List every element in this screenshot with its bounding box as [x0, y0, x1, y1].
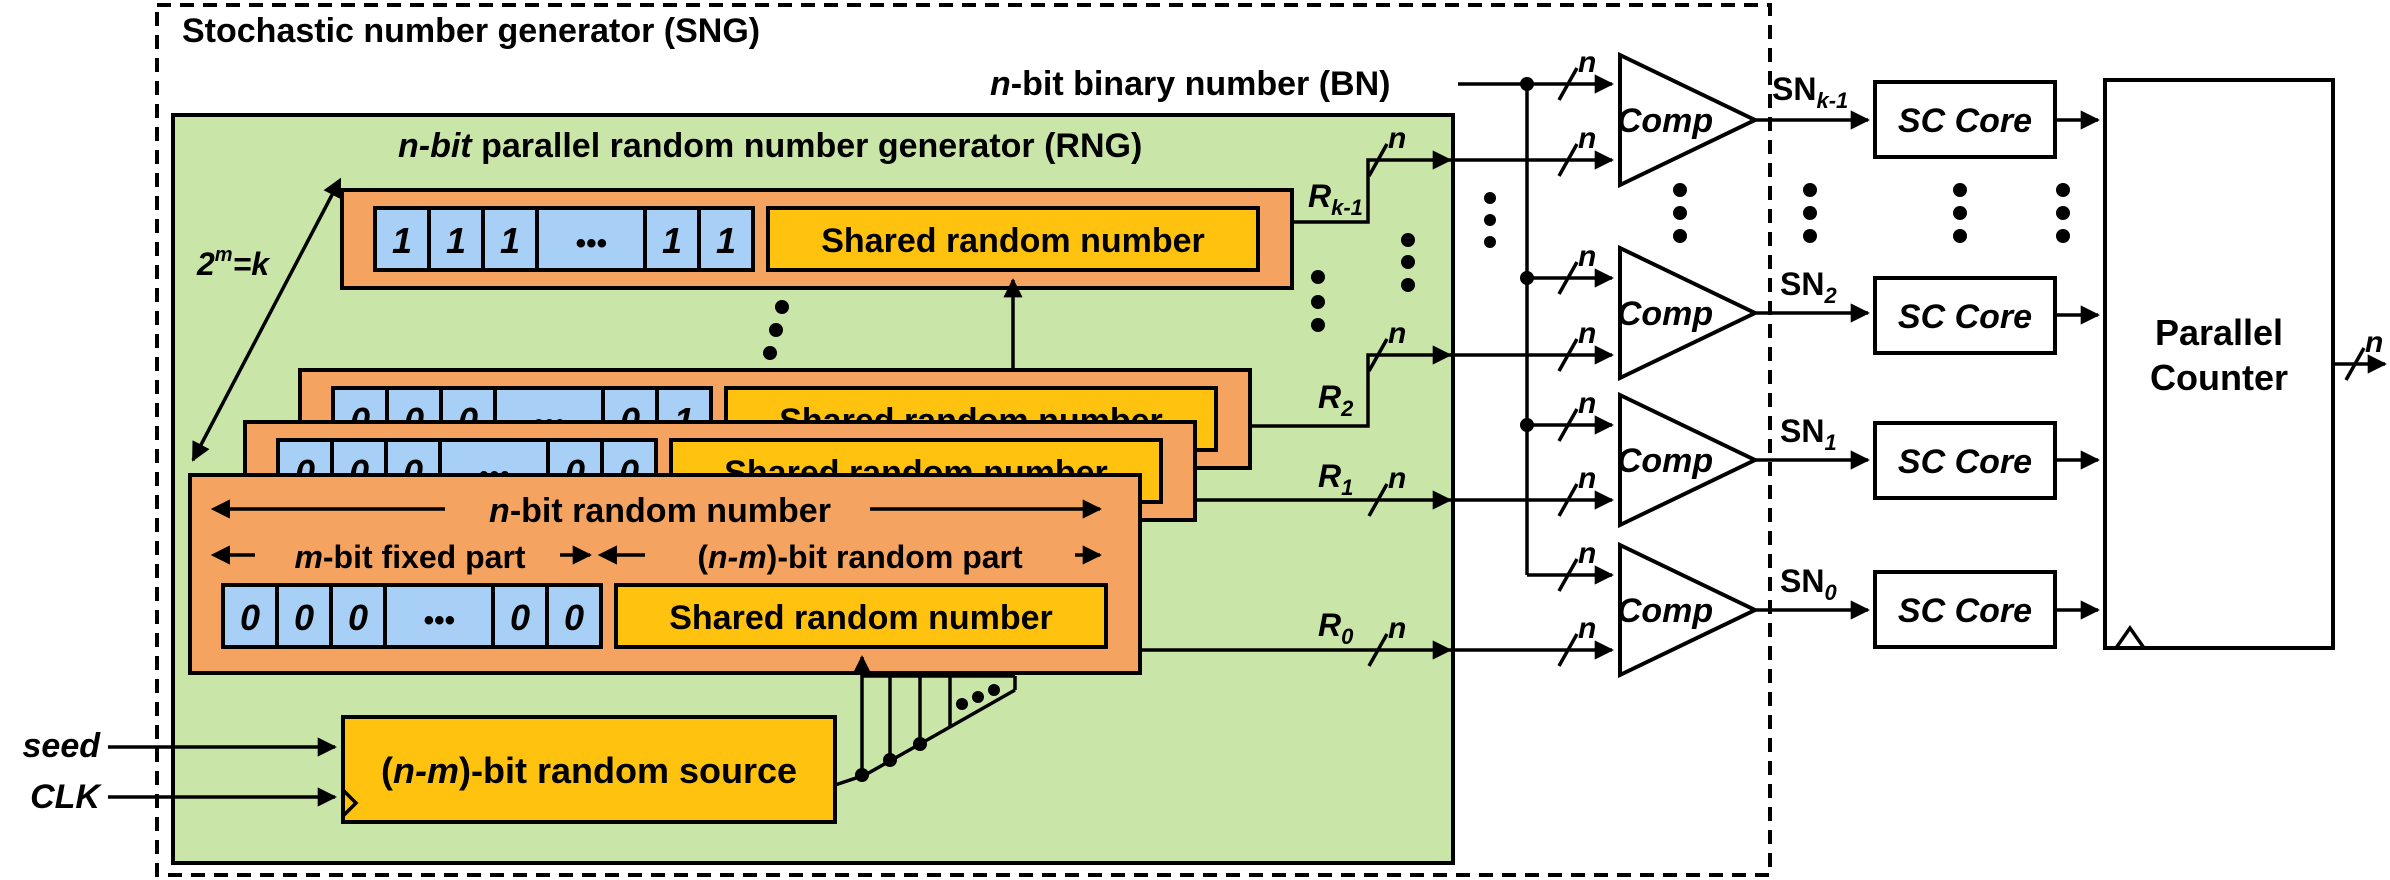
bus-slash: [1557, 143, 1579, 177]
bus-slash: [1557, 261, 1579, 295]
r0-label: R0: [1318, 607, 1354, 649]
sng-boundary: [155, 3, 1772, 877]
register-ellipsis: [763, 300, 789, 360]
comparator-0: Comp: [1617, 541, 1760, 679]
sc-core-1: SC Core: [1873, 421, 2057, 500]
svg-text:Counter: Counter: [2150, 357, 2288, 398]
register-rk-1: 111•••111 Shared random number: [340, 188, 1294, 290]
shared-label-r0: Shared random number: [669, 599, 1053, 637]
bit-cell: 0: [348, 597, 368, 638]
sn-0-label: SN0: [1780, 563, 1837, 605]
bus-slash: [1557, 558, 1579, 592]
comparator-k-1: Comp: [1617, 51, 1760, 189]
sn-k-1-label: SNk-1: [1772, 71, 1848, 113]
svg-text:Comp: Comp: [1617, 592, 1713, 630]
bn-label: n-bit binary number (BN): [990, 65, 1390, 103]
bus-width-label: n: [1578, 46, 1596, 79]
k-arrow: [191, 177, 342, 462]
bit-cell: 1: [500, 220, 520, 261]
bus-slash: [1557, 338, 1579, 372]
register-r0: n-bit random number m-bit fixed part (n-…: [188, 473, 1142, 675]
bus-width-label: n: [1578, 387, 1596, 420]
svg-text:SC Core: SC Core: [1898, 102, 2032, 140]
bus-slash: [1367, 143, 1389, 177]
rng-title: n-bit parallel random number generator (…: [398, 127, 1142, 165]
sc-core-2: SC Core: [1873, 276, 2057, 355]
r2-label: R2: [1318, 379, 1354, 421]
bus-width-label: n: [1578, 240, 1596, 273]
sng-title: Stochastic number generator (SNG): [182, 12, 760, 50]
nbit-random-number-label: n-bit random number: [489, 492, 831, 530]
bus-width-label: n: [1578, 317, 1596, 350]
bus-width-label: n: [1388, 462, 1406, 495]
source-bus: [834, 655, 1017, 787]
bus-width-marks: n n n n n n n n n n n n n: [1367, 46, 2383, 667]
random-part-label: (n-m)-bit random part: [697, 539, 1023, 575]
bus-slash: [1557, 483, 1579, 517]
bus-width-label: n: [1578, 537, 1596, 570]
core-ellipsis: [1673, 183, 2070, 243]
comparator-2: Comp: [1617, 244, 1760, 382]
svg-text:Comp: Comp: [1617, 102, 1713, 140]
bit-cell: 1: [716, 220, 736, 261]
bus-width-label: n: [1388, 122, 1406, 155]
sc-core-k-1: SC Core: [1873, 80, 2057, 159]
r-k-1-label: Rk-1: [1308, 178, 1363, 220]
svg-text:SC Core: SC Core: [1898, 443, 2032, 481]
fixed-part-label: m-bit fixed part: [294, 539, 525, 575]
k-label: 2m=k: [196, 244, 271, 282]
shared-random-number-r0: [614, 583, 1108, 649]
parallel-counter: Parallel Counter: [2103, 78, 2335, 650]
bit-cell: •••: [423, 604, 455, 637]
svg-text:Comp: Comp: [1617, 295, 1713, 333]
bus-slash: [1367, 633, 1389, 667]
bus-slash: [1367, 483, 1389, 517]
bit-cell: 0: [240, 597, 260, 638]
bus-width-label: n: [1578, 612, 1596, 645]
bit-cell: 1: [662, 220, 682, 261]
sn-1-label: SN1: [1780, 413, 1837, 455]
seed-label: seed: [23, 727, 102, 765]
bit-cell: 0: [510, 597, 530, 638]
sc-core-0: SC Core: [1873, 570, 2057, 649]
bus-width-label: n: [1388, 317, 1406, 350]
random-source-label: (n-m)-bit random source: [381, 750, 797, 791]
bus-slash: [1557, 67, 1579, 101]
shared-random-number-top: [766, 206, 1260, 272]
r1-label: R1: [1318, 458, 1353, 500]
comparator-1: Comp: [1617, 391, 1760, 529]
bit-cell: 0: [294, 597, 314, 638]
bit-cell: 0: [564, 597, 584, 638]
bus-width-label: n: [1578, 462, 1596, 495]
shared-label-top: Shared random number: [821, 222, 1205, 260]
svg-text:Comp: Comp: [1617, 442, 1713, 480]
bit-cell: •••: [575, 227, 607, 260]
bus-width-label: n: [2365, 326, 2383, 359]
bus-slash: [1557, 408, 1579, 442]
wire-rk-1: [1292, 150, 1452, 224]
bus-width-label: n: [1578, 122, 1596, 155]
bus-slash: [1367, 338, 1389, 372]
wire-r2: [1250, 345, 1452, 428]
svg-text:Parallel: Parallel: [2155, 312, 2283, 353]
svg-text:SC Core: SC Core: [1898, 298, 2032, 336]
bus-slash: [1557, 633, 1579, 667]
svg-text:SC Core: SC Core: [1898, 592, 2032, 630]
clk-label: CLK: [30, 778, 102, 816]
sn-2-label: SN2: [1780, 266, 1837, 308]
bit-cell: 1: [392, 220, 412, 261]
output-ellipsis: [1311, 233, 1415, 332]
bit-cell: 1: [446, 220, 466, 261]
bus-width-label: n: [1388, 612, 1406, 645]
random-source: [341, 715, 837, 824]
